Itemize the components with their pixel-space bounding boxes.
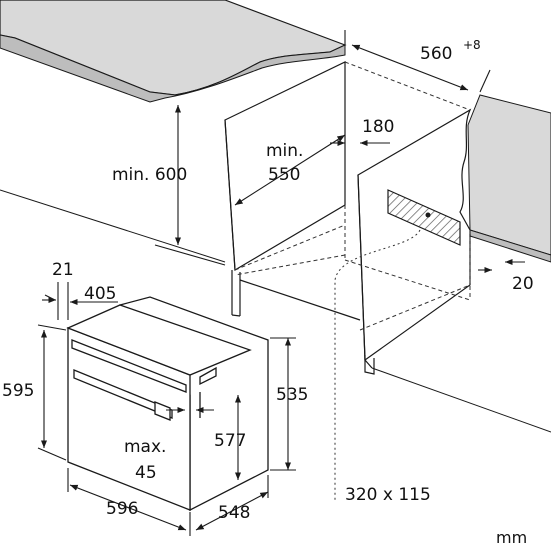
label-body-offset: 405 xyxy=(84,284,116,304)
label-niche-width-tol: +8 xyxy=(463,38,481,52)
vent-opening xyxy=(387,189,461,246)
label-side-gap: 20 xyxy=(512,274,534,294)
label-max-1: max. xyxy=(124,437,166,457)
label-width: 596 xyxy=(106,499,138,519)
floor-lines xyxy=(0,189,551,433)
label-height-inner: 577 xyxy=(214,431,246,451)
label-unit: mm xyxy=(496,528,527,546)
label-max-2: 45 xyxy=(135,463,157,483)
label-opening: 320 x 115 xyxy=(345,485,431,505)
countertop-right xyxy=(467,94,551,263)
label-min-depth-2: 550 xyxy=(268,165,300,185)
countertop xyxy=(0,0,347,103)
cabinet-right-panel xyxy=(357,108,472,375)
label-top-gap: 180 xyxy=(362,117,394,137)
dimension-lines xyxy=(37,30,525,536)
label-door-gap: 21 xyxy=(52,260,74,280)
label-min-depth-1: min. xyxy=(266,141,303,161)
label-niche-width: 560 xyxy=(420,44,452,64)
label-min-height: min. 600 xyxy=(112,165,187,185)
label-height-total: 595 xyxy=(2,381,34,401)
cabinet-left-panel xyxy=(224,61,361,321)
label-height-body: 535 xyxy=(276,385,308,405)
oven xyxy=(66,296,269,512)
label-depth: 548 xyxy=(218,503,250,523)
